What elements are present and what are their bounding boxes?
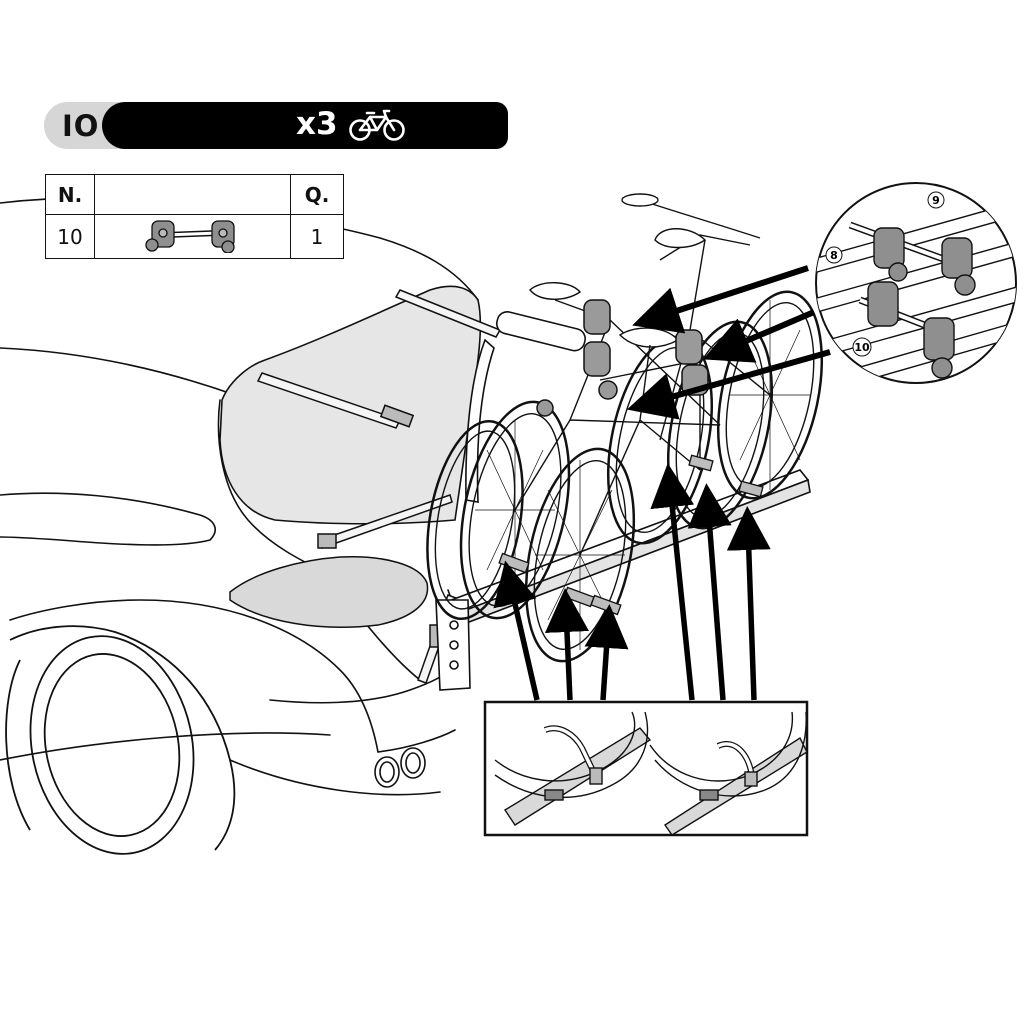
callout-9-label: 9 — [932, 194, 940, 207]
col-quantity-header: Q. — [290, 174, 344, 215]
callout-10: 10 — [852, 337, 872, 357]
part-image-cell — [94, 214, 291, 259]
col-part-header — [94, 174, 291, 215]
part-number: 10 — [45, 214, 95, 259]
col-number-header: N. — [45, 174, 95, 215]
step-header: IO x3 — [44, 102, 508, 149]
callout-8: 8 — [825, 246, 843, 264]
table-row: 10 1 — [45, 214, 344, 259]
bicycle-icon — [349, 109, 405, 141]
rear-wheel — [5, 625, 236, 855]
step-title-bar — [102, 102, 508, 149]
wheel-strap-detail-inset — [483, 700, 809, 837]
bike-clamp-pair-icon — [144, 220, 235, 254]
detail-arrows-bottom — [493, 463, 771, 701]
part-quantity: 1 — [290, 214, 344, 259]
taillight — [229, 555, 429, 628]
callout-9: 9 — [927, 191, 945, 209]
exhaust-pipes — [374, 747, 426, 788]
parts-table: N. Q. 10 1 — [45, 174, 344, 259]
callout-8-label: 8 — [830, 249, 838, 262]
callout-10-label: 10 — [854, 341, 870, 354]
parts-table-header: N. Q. — [45, 174, 344, 215]
frame-clamps — [536, 299, 709, 417]
step-number: IO — [62, 109, 100, 143]
detail-arrows-top — [626, 265, 831, 420]
bike-count: x3 — [296, 106, 338, 142]
clamp-detail-zoom: 8 9 10 — [815, 182, 1017, 384]
